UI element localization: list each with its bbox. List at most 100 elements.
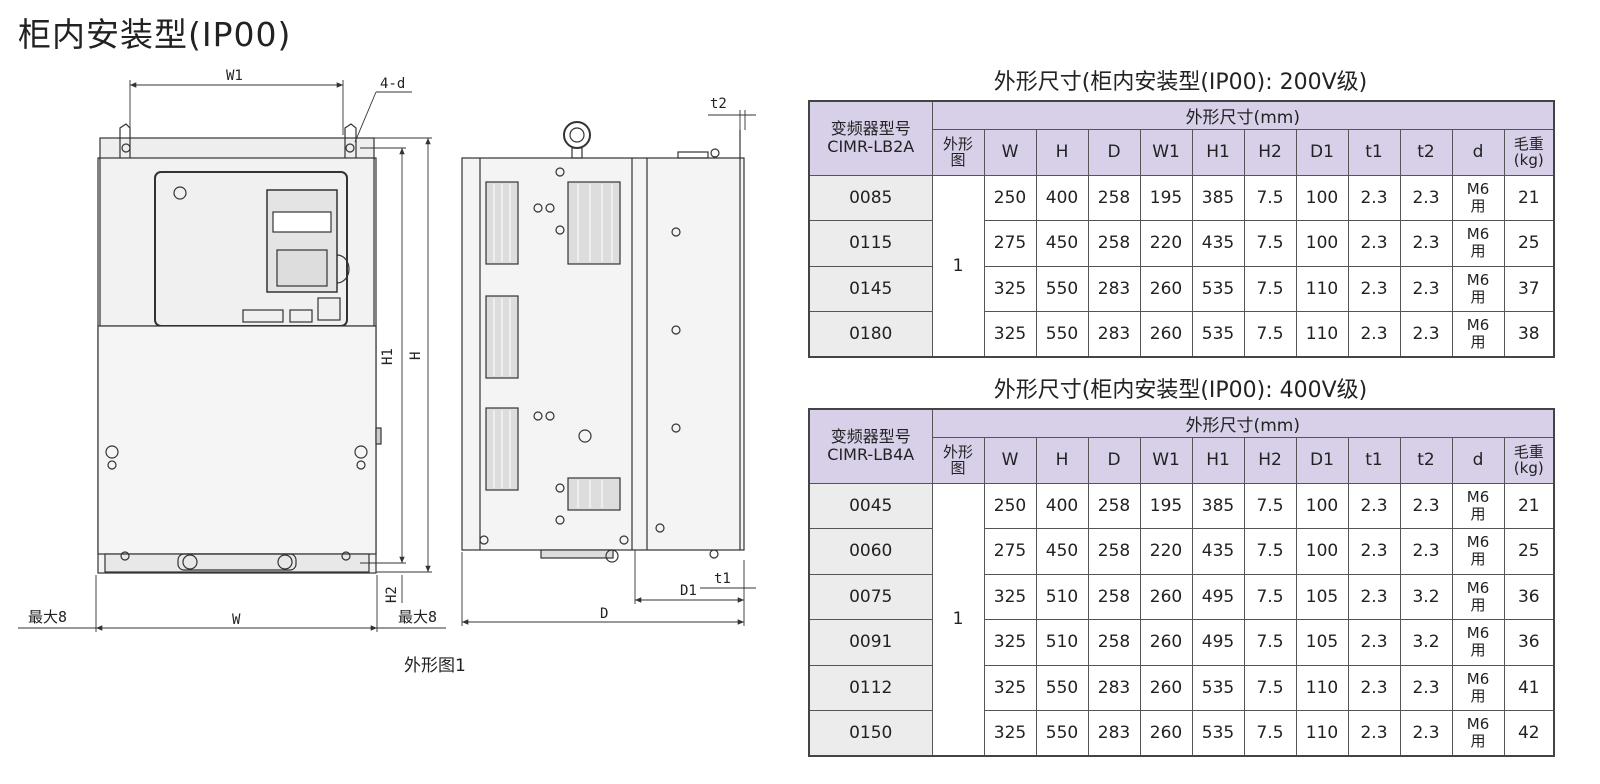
value-cell: 100 [1295, 528, 1349, 575]
value-cell: 258 [1087, 573, 1141, 620]
value-cell: 435 [1191, 528, 1245, 575]
figure-caption: 外形图1 [404, 656, 466, 676]
value-cell: 220 [1139, 220, 1193, 267]
header-col: t2 [1399, 436, 1453, 484]
value-cell: 550 [1035, 664, 1089, 711]
value-cell: 385 [1191, 174, 1245, 221]
value-cell: 495 [1191, 619, 1245, 666]
value-cell: 7.5 [1243, 311, 1297, 358]
value-cell: 7.5 [1243, 265, 1297, 312]
model-cell: 0180 [808, 311, 933, 358]
header-col: H1 [1191, 128, 1245, 176]
value-cell: 110 [1295, 265, 1349, 312]
value-cell: 100 [1295, 174, 1349, 221]
model-cell: 0060 [808, 528, 933, 575]
header-col: H [1035, 128, 1089, 176]
header-col: H2 [1243, 436, 1297, 484]
header-col: D [1087, 436, 1141, 484]
table-400v: 变频器型号 CIMR-LB4A 外形尺寸(mm) 外形图 W H D W1 H1… [808, 408, 1556, 757]
value-cell: 105 [1295, 619, 1349, 666]
value-cell: 2.3 [1347, 573, 1401, 620]
value-cell: 7.5 [1243, 664, 1297, 711]
value-cell: 2.3 [1399, 664, 1453, 711]
value-cell: 325 [983, 710, 1037, 757]
value-cell: 195 [1139, 482, 1193, 529]
weight-cell: 41 [1503, 664, 1555, 711]
value-cell: 325 [983, 573, 1037, 620]
value-cell: 2.3 [1347, 482, 1401, 529]
value-cell: 2.3 [1399, 174, 1453, 221]
header-outline-group: 外形尺寸(mm) [931, 100, 1555, 130]
value-cell: 2.3 [1347, 265, 1401, 312]
value-cell: 260 [1139, 573, 1193, 620]
model-cell: 0091 [808, 619, 933, 666]
weight-cell: 42 [1503, 710, 1555, 757]
weight-cell: 25 [1503, 220, 1555, 267]
header-col: d [1451, 436, 1505, 484]
value-cell: 260 [1139, 619, 1193, 666]
value-cell: 195 [1139, 174, 1193, 221]
value-cell: 535 [1191, 664, 1245, 711]
table-200v: 变频器型号 CIMR-LB2A 外形尺寸(mm) 外形图 W H D W1 H1… [808, 100, 1556, 358]
value-cell: 7.5 [1243, 528, 1297, 575]
value-cell: 260 [1139, 664, 1193, 711]
value-cell: 495 [1191, 573, 1245, 620]
model-cell: 0145 [808, 265, 933, 312]
value-cell: 2.3 [1347, 664, 1401, 711]
label-4d: 4-d [380, 76, 405, 92]
value-cell: 2.3 [1399, 710, 1453, 757]
value-cell: 7.5 [1243, 174, 1297, 221]
header-model: 变频器型号 CIMR-LB4A [808, 408, 933, 484]
model-cell: 0045 [808, 482, 933, 529]
value-cell: 2.3 [1399, 482, 1453, 529]
header-col: H2 [1243, 128, 1297, 176]
value-cell: 535 [1191, 311, 1245, 358]
weight-cell: 25 [1503, 528, 1555, 575]
value-cell: 250 [983, 174, 1037, 221]
value-cell: 7.5 [1243, 482, 1297, 529]
value-cell: 258 [1087, 220, 1141, 267]
fig-cell: 1 [931, 174, 985, 358]
value-cell: 2.3 [1399, 311, 1453, 358]
label-w: W [232, 612, 241, 628]
value-cell: 260 [1139, 710, 1193, 757]
value-cell: 258 [1087, 482, 1141, 529]
header-col: D1 [1295, 128, 1349, 176]
label-h2: H2 [384, 586, 400, 603]
weight-cell: 21 [1503, 482, 1555, 529]
header-row: 外形图 W H D W1 H1 H2 D1 t1 t2 d 毛重(kg) [809, 128, 1555, 176]
header-row: 外形图 W H D W1 H1 H2 D1 t1 t2 d 毛重(kg) [809, 436, 1555, 484]
value-cell: 325 [983, 619, 1037, 666]
weight-cell: 36 [1503, 573, 1555, 620]
value-cell: 283 [1087, 664, 1141, 711]
value-cell: 7.5 [1243, 619, 1297, 666]
outline-drawing: W1 4-d t2 H1 H H2 t1 D1 W D 最大8 最大8 [18, 68, 756, 632]
model-cell: 0085 [808, 174, 933, 221]
value-cell: 325 [983, 311, 1037, 358]
label-h: H [408, 352, 424, 360]
label-d1: D1 [680, 583, 697, 599]
value-cell: 258 [1087, 174, 1141, 221]
value-cell: 275 [983, 528, 1037, 575]
value-cell: 510 [1035, 573, 1089, 620]
value-cell: 110 [1295, 664, 1349, 711]
weight-cell: 38 [1503, 311, 1555, 358]
header-col: t1 [1347, 128, 1401, 176]
value-cell: 450 [1035, 528, 1089, 575]
value-cell: 100 [1295, 482, 1349, 529]
value-cell: 550 [1035, 710, 1089, 757]
value-cell: 258 [1087, 619, 1141, 666]
value-cell: 325 [983, 664, 1037, 711]
header-col: W1 [1139, 128, 1193, 176]
value-cell: 400 [1035, 174, 1089, 221]
